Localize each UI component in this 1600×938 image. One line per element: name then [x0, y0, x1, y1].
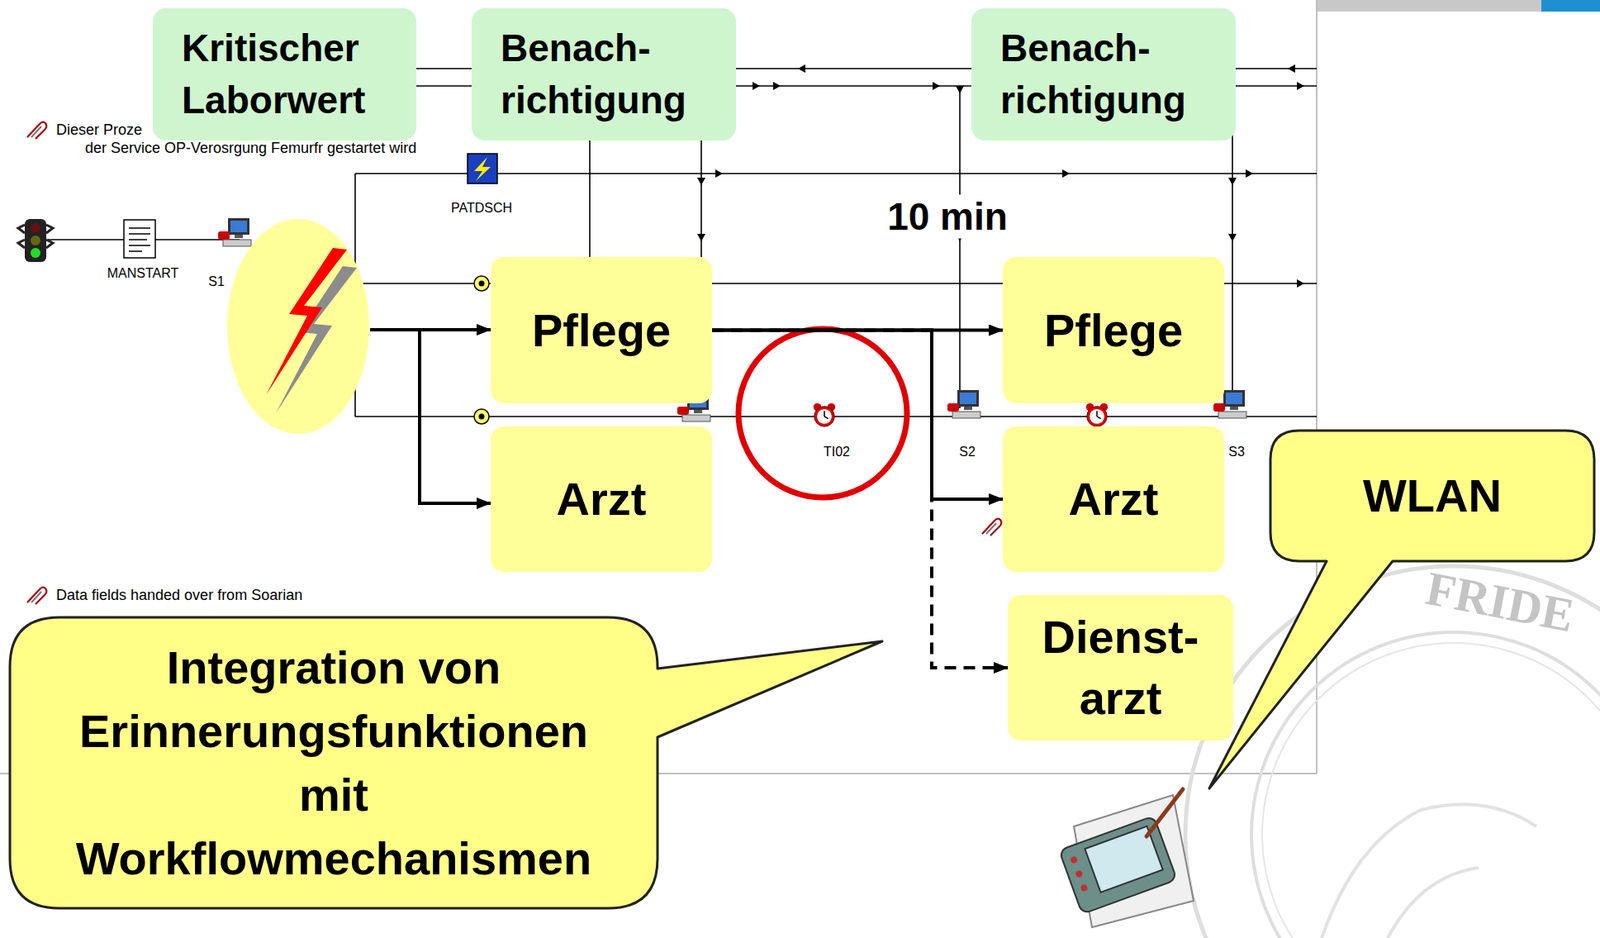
event-box: Kritischer Laborwert: [152, 8, 417, 141]
role-box: Pflege: [1002, 256, 1225, 404]
connectors: [712, 330, 1008, 669]
event-box: Benach- richtigung: [471, 8, 736, 141]
arrow-head: [932, 81, 941, 91]
callout-outline-path: [1209, 430, 1595, 789]
pda-button: [1074, 868, 1083, 878]
role-box: Arzt: [1002, 426, 1225, 572]
node-text: Kritischer Laborwert: [181, 22, 405, 127]
computer-icon: [218, 218, 252, 247]
diagram-label: S1: [208, 274, 225, 290]
workflow-line: [355, 415, 1317, 418]
paperclip-icon: [982, 518, 1002, 536]
workflow-line: [355, 172, 1317, 175]
arrow-head: [1062, 169, 1070, 178]
arrow-head: [697, 233, 706, 242]
callout-bubble: Integration von Erinnerungsfunktionen mi…: [9, 617, 658, 908]
top-bar-accent: [1541, 0, 1600, 12]
arrow-head: [1296, 81, 1305, 91]
seal-figure: [1321, 803, 1537, 938]
callout-outline-path: [9, 617, 883, 908]
traffic-light: [24, 218, 47, 262]
arrow-head: [773, 81, 781, 91]
diagram-label: S3: [1228, 444, 1245, 460]
pda-body: [1058, 815, 1178, 914]
trigger-arrow: [370, 327, 491, 332]
arrow-head: [715, 169, 723, 178]
arrow-head: [1228, 233, 1237, 242]
event-oval: [227, 218, 370, 434]
pda-button: [1079, 883, 1088, 892]
node-text: Arzt: [556, 468, 647, 530]
role-box: Pflege: [490, 256, 713, 404]
traffic-light-green: [30, 247, 41, 258]
dispatch-icon: [467, 153, 498, 184]
role-box: Dienst- arzt: [1007, 594, 1234, 741]
top-bar: [1316, 0, 1600, 12]
diagram-label: S2: [959, 444, 976, 460]
callout-bubble: WLAN: [1270, 430, 1595, 561]
pda-device: [1058, 815, 1178, 914]
node-text: Dienst- arzt: [1017, 606, 1224, 729]
start-marker-dot: [479, 413, 485, 420]
timer-icon: [1086, 403, 1108, 427]
node-text: Pflege: [531, 299, 671, 361]
diagram-label: PATDSCH: [451, 200, 513, 216]
diagram-label: MANSTART: [107, 265, 180, 281]
paperclip-icon: [27, 587, 47, 604]
paperclip-icon: [27, 122, 47, 139]
computer-icon: [947, 389, 981, 418]
lightning-bolt: [265, 247, 347, 395]
arrow-head: [955, 85, 964, 94]
node-text: WLAN: [1362, 465, 1502, 527]
pda-screen: [1084, 826, 1163, 893]
arrow-head: [797, 64, 806, 73]
seal-ring: [1251, 631, 1600, 938]
dispatch-bolt: [474, 156, 491, 181]
node-text: Integration von Erinnerungsfunktionen mi…: [61, 635, 607, 890]
diagram-label: TI02: [823, 444, 850, 460]
pda-button: [1069, 854, 1078, 864]
start-marker: [474, 275, 490, 291]
start-marker: [474, 408, 490, 424]
diagram-label: Data fields handed over from Soarian: [56, 586, 303, 604]
seal-ring: [1262, 642, 1600, 938]
diagram-label: der Service OP-Verosrgung Femurfr gestar…: [85, 139, 417, 157]
arrow-head: [1287, 64, 1296, 73]
flow-connector: [712, 330, 1003, 500]
pda-pen: [1146, 788, 1183, 836]
document-lines: [128, 227, 151, 252]
arrow-head: [752, 81, 760, 91]
traffic-light-yellow: [30, 235, 41, 246]
highlight-circle: [738, 328, 907, 498]
workflow-line: [959, 85, 961, 409]
node-text: Benach- richtigung: [500, 22, 725, 127]
arrow-head: [697, 177, 706, 186]
timer-icon: [813, 403, 836, 427]
flow-connector: [712, 330, 1008, 669]
role-box: Arzt: [490, 426, 713, 572]
node-text: Arzt: [1068, 468, 1159, 530]
trigger-arrow: [419, 329, 491, 504]
workflow-line: [588, 140, 591, 257]
diagram-label: Dieser Proze: [56, 121, 143, 139]
arrow-head: [1245, 169, 1254, 178]
event-box: Benach- richtigung: [971, 8, 1236, 141]
start-marker-dot: [479, 280, 485, 287]
arrow-head: [1228, 177, 1237, 186]
node-text: Pflege: [1044, 299, 1183, 361]
document-icon: [123, 219, 156, 258]
traffic-light-red: [30, 223, 41, 233]
node-text: Benach- richtigung: [1000, 22, 1225, 127]
arrow-head: [1296, 279, 1305, 288]
timer-label: 10 min: [882, 194, 1013, 239]
